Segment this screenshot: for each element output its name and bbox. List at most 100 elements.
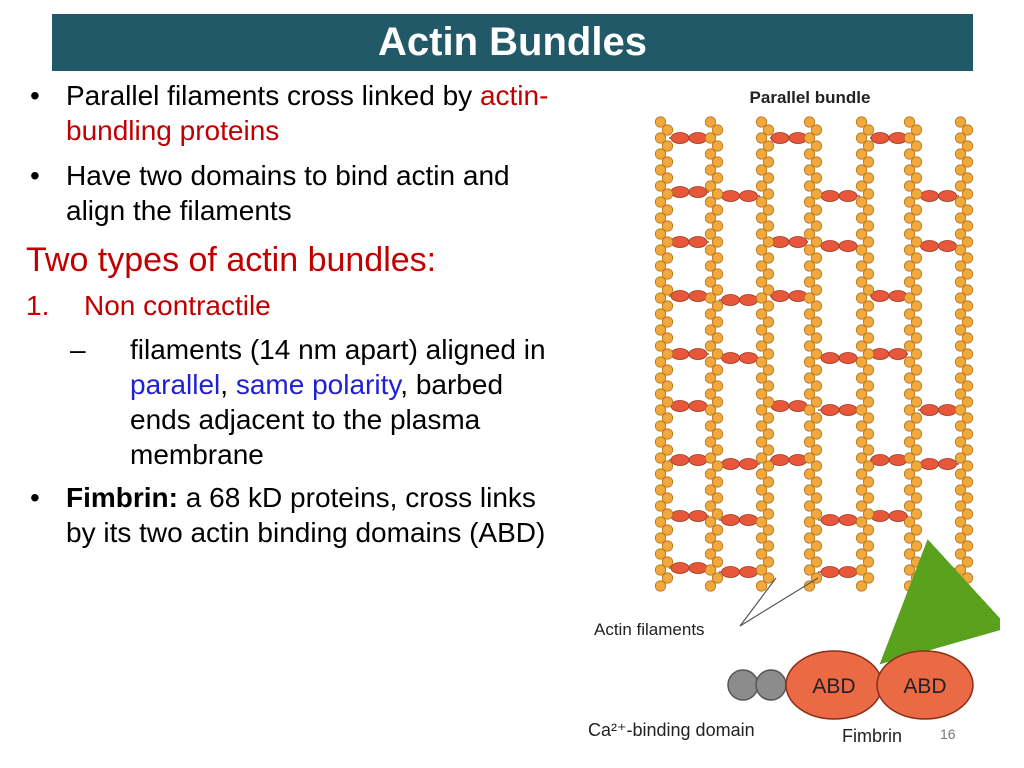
actin-subunit: [862, 364, 875, 376]
actin-subunit: [762, 252, 775, 264]
actin-subunit: [654, 372, 667, 384]
actin-subunit: [903, 308, 916, 320]
actin-subunit: [704, 148, 717, 160]
actin-subunit: [903, 292, 916, 304]
actin-subunit: [862, 396, 875, 408]
actin-subunit: [704, 308, 717, 320]
actin-subunit: [654, 580, 667, 592]
actin-subunit: [654, 484, 667, 496]
actin-subunit: [855, 356, 868, 368]
actin-subunit: [755, 308, 768, 320]
fimbrin-crosslink: [669, 290, 709, 302]
actin-subunit: [810, 220, 823, 232]
actin-subunit: [954, 132, 967, 144]
actin-subunit: [762, 268, 775, 280]
actin-subunit: [855, 148, 868, 160]
actin-subunit: [910, 140, 923, 152]
bullet-text: Parallel filaments cross linked by: [66, 80, 480, 111]
actin-subunit: [654, 436, 667, 448]
actin-subunit: [910, 364, 923, 376]
actin-subunit: [762, 156, 775, 168]
actin-subunit: [803, 164, 816, 176]
actin-subunit: [755, 132, 768, 144]
actin-subunit: [711, 252, 724, 264]
actin-subunit: [661, 236, 674, 248]
actin-subunit: [661, 540, 674, 552]
actin-subunit: [704, 356, 717, 368]
actin-subunit: [903, 340, 916, 352]
actin-subunit: [954, 372, 967, 384]
actin-subunit: [711, 300, 724, 312]
actin-subunit: [862, 268, 875, 280]
bullet-dot: •: [30, 482, 40, 513]
actin-subunit: [654, 324, 667, 336]
actin-subunit: [810, 412, 823, 424]
actin-subunit: [803, 228, 816, 240]
actin-subunit: [961, 204, 974, 216]
actin-subunit: [755, 388, 768, 400]
actin-subunit: [862, 204, 875, 216]
actin-subunit: [910, 204, 923, 216]
actin-subunit: [803, 564, 816, 576]
actin-subunit: [654, 452, 667, 464]
actin-subunit: [961, 412, 974, 424]
actin-subunit: [810, 316, 823, 328]
actin-subunit: [704, 164, 717, 176]
actin-subunit: [762, 140, 775, 152]
fimbrin-crosslink: [719, 514, 760, 526]
actin-subunit: [954, 468, 967, 480]
actin-subunit: [755, 212, 768, 224]
actin-subunit: [855, 228, 868, 240]
actin-subunit: [803, 244, 816, 256]
actin-subunit: [654, 468, 667, 480]
actin-subunit: [903, 244, 916, 256]
actin-subunit: [862, 332, 875, 344]
actin-subunit: [961, 508, 974, 520]
actin-subunit: [862, 156, 875, 168]
actin-subunit: [903, 212, 916, 224]
actin-subunit: [704, 452, 717, 464]
actin-subunit: [711, 524, 724, 536]
actin-subunit: [704, 212, 717, 224]
actin-subunit: [661, 316, 674, 328]
actin-subunit: [711, 412, 724, 424]
fimbrin-crosslink: [770, 454, 808, 466]
actin-subunit: [755, 356, 768, 368]
fimbrin-crosslink: [719, 566, 760, 578]
actin-subunit: [910, 236, 923, 248]
actin-subunit: [762, 508, 775, 520]
actin-subunit: [704, 324, 717, 336]
actin-subunit: [954, 116, 967, 128]
fimbrin-crosslink: [870, 348, 908, 360]
actin-subunit: [803, 324, 816, 336]
actin-subunit: [855, 116, 868, 128]
actin-subunit: [654, 292, 667, 304]
actin-subunit: [704, 404, 717, 416]
actin-subunit: [654, 132, 667, 144]
actin-subunit: [855, 564, 868, 576]
actin-subunit: [704, 484, 717, 496]
parallel-bundle-figure: Parallel bundle Actin filaments ABD ABD …: [580, 80, 1009, 760]
actin-subunit: [661, 156, 674, 168]
actin-subunit: [855, 548, 868, 560]
fimbrin-crosslink: [918, 404, 959, 416]
actin-subunit: [654, 516, 667, 528]
crosslinks: [669, 132, 959, 578]
actin-subunit: [862, 572, 875, 584]
actin-subunit: [803, 196, 816, 208]
actin-subunit: [654, 196, 667, 208]
actin-subunit: [855, 372, 868, 384]
abd-label: ABD: [903, 675, 946, 698]
actin-subunit: [862, 524, 875, 536]
actin-subunit: [810, 476, 823, 488]
actin-subunit: [762, 300, 775, 312]
dash-marker: –: [70, 334, 86, 365]
actin-subunit: [903, 260, 916, 272]
actin-subunit: [654, 148, 667, 160]
actin-subunit: [711, 316, 724, 328]
abd-domain: [876, 650, 974, 720]
actin-subunit: [810, 460, 823, 472]
fimbrin-crosslink: [719, 352, 760, 364]
actin-subunit: [862, 236, 875, 248]
fimbrin-crosslink: [918, 190, 959, 202]
